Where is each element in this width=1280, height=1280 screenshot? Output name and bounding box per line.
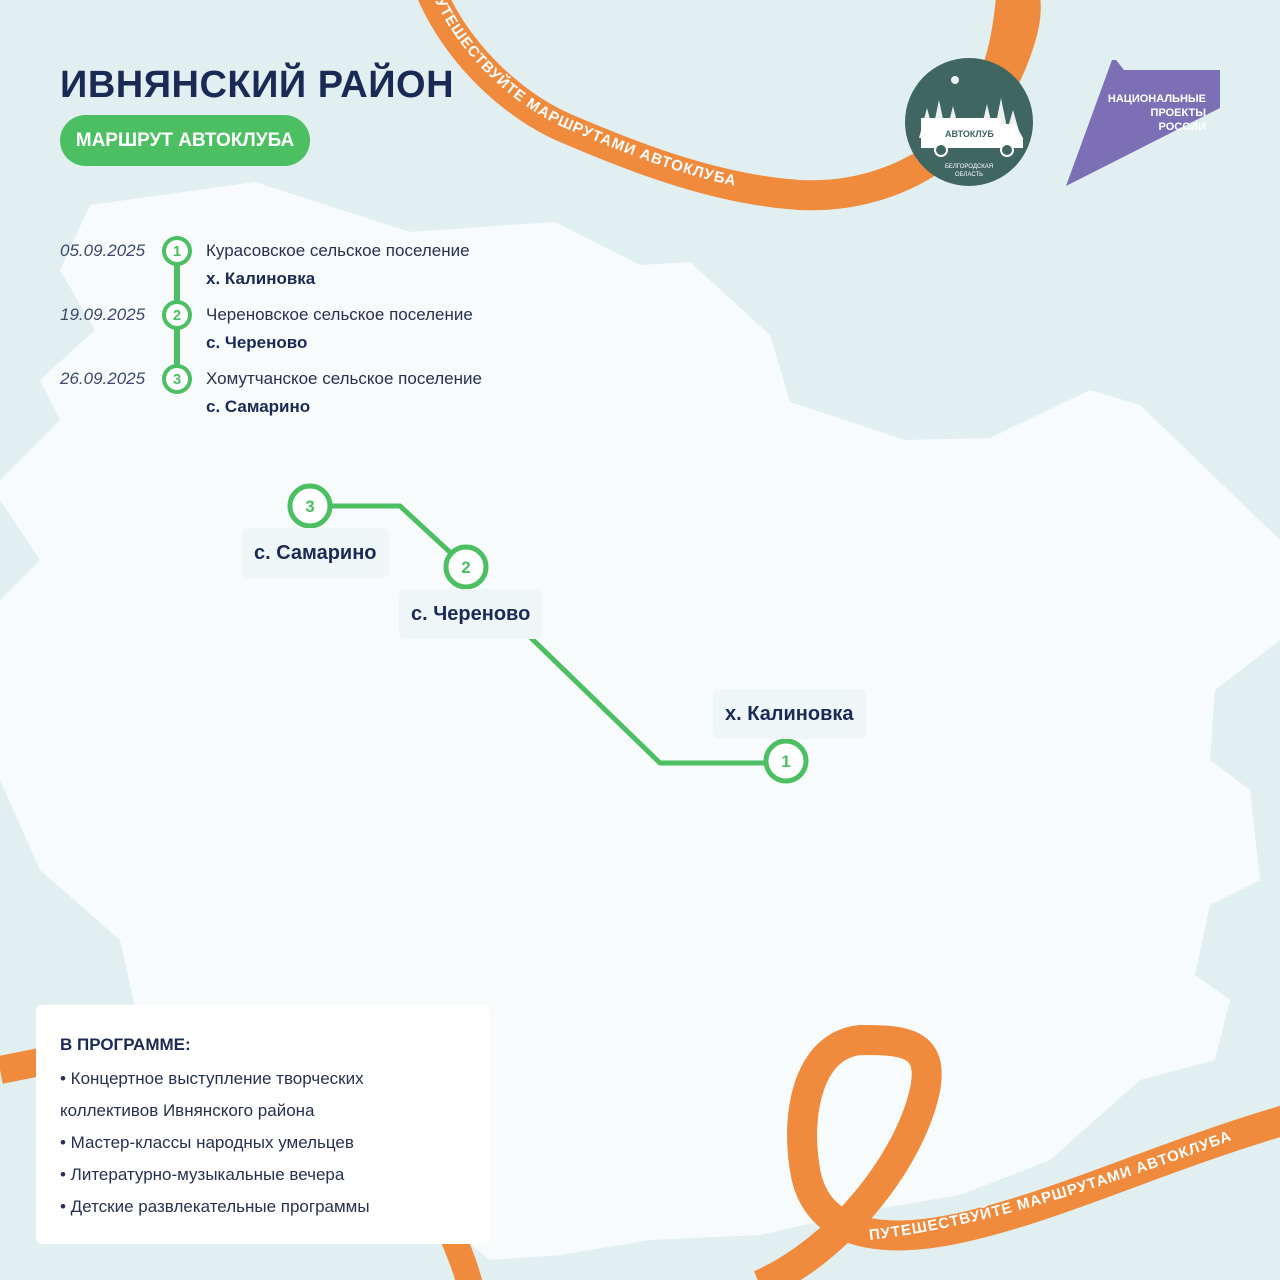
- schedule-date: 26.09.2025: [60, 369, 146, 388]
- route-line-2: [526, 633, 786, 766]
- autoclub-logo: АВТОКЛУБ БЕЛГОРОДСКАЯ ОБЛАСТЬ: [905, 58, 1033, 186]
- map-stop-label: х. Калиновка: [713, 689, 866, 739]
- district-region-shape: [0, 182, 1280, 1260]
- map-stop-marker: 3: [287, 483, 333, 529]
- schedule-place: с. Самарино: [206, 397, 311, 416]
- top-ribbon-text: ПУТЕШЕСТВУЙТЕ МАРШРУТАМИ АВТОКЛУБА: [426, 0, 737, 190]
- schedule-place: х. Калиновка: [206, 269, 316, 288]
- schedule-step-number: 2: [173, 307, 181, 324]
- schedule-step-number: 1: [173, 243, 181, 260]
- program-item: • Концертное выступление творческих: [60, 1069, 364, 1088]
- np-culture-label: КУЛЬТУРА: [1162, 71, 1217, 83]
- program-item: коллективов Ивнянского района: [60, 1101, 315, 1120]
- program-box: В ПРОГРАММЕ: • Концертное выступление тв…: [36, 1005, 490, 1244]
- map-stop-label: с. Череново: [399, 589, 543, 639]
- schedule-settlement: Череновское сельское поселение: [206, 305, 473, 324]
- map-stop-number: 2: [461, 558, 470, 577]
- map-stop-marker: 1: [763, 738, 809, 784]
- program-heading: В ПРОГРАММЕ:: [60, 1035, 191, 1054]
- bottom-ribbon-left: [0, 1048, 43, 1084]
- schedule-settlement: Курасовское сельское поселение: [206, 241, 470, 260]
- map-stop-label: с. Самарино: [242, 528, 389, 578]
- autoclub-region-2: ОБЛАСТЬ: [955, 172, 983, 178]
- route-badge: МАРШРУТ АВТОКЛУБА: [60, 115, 310, 166]
- program-item: • Литературно-музыкальные вечера: [60, 1165, 345, 1184]
- schedule-date: 05.09.2025: [60, 241, 146, 260]
- np-line-3: РОССИИ: [1159, 121, 1207, 133]
- svg-text:ПУТЕШЕСТВУЙТЕ МАРШРУТАМИ АВТОК: ПУТЕШЕСТВУЙТЕ МАРШРУТАМИ АВТОКЛУБА: [426, 0, 738, 190]
- route-line: [310, 503, 468, 569]
- np-line-2: ПРОЕКТЫ: [1151, 107, 1207, 119]
- map-stop-number: 3: [305, 497, 314, 516]
- page-title: ИВНЯНСКИЙ РАЙОН: [60, 64, 455, 106]
- schedule-settlement: Хомутчанское сельское поселение: [206, 369, 482, 388]
- np-line-1: НАЦИОНАЛЬНЫЕ: [1108, 93, 1206, 105]
- program-item: • Мастер-классы народных умельцев: [60, 1133, 354, 1152]
- schedule-place: с. Череново: [206, 333, 308, 352]
- schedule-step-marker: 1: [162, 236, 192, 266]
- map-stop-number: 1: [781, 752, 790, 771]
- program-item: • Детские развлекательные программы: [60, 1197, 370, 1216]
- national-projects-logo: КУЛЬТУРА НАЦИОНАЛЬНЫЕ ПРОЕКТЫ РОССИИ: [1066, 60, 1220, 186]
- schedule-date: 19.09.2025: [60, 305, 146, 324]
- bottom-ribbon-loop: [753, 1024, 1280, 1280]
- schedule-step-marker: 3: [162, 364, 192, 394]
- autoclub-name: АВТОКЛУБ: [945, 129, 994, 139]
- schedule-step-marker: 2: [162, 300, 192, 330]
- autoclub-region-1: БЕЛГОРОДСКАЯ: [945, 164, 993, 170]
- map-stop-marker: 2: [443, 544, 489, 590]
- schedule-step-number: 3: [173, 371, 181, 388]
